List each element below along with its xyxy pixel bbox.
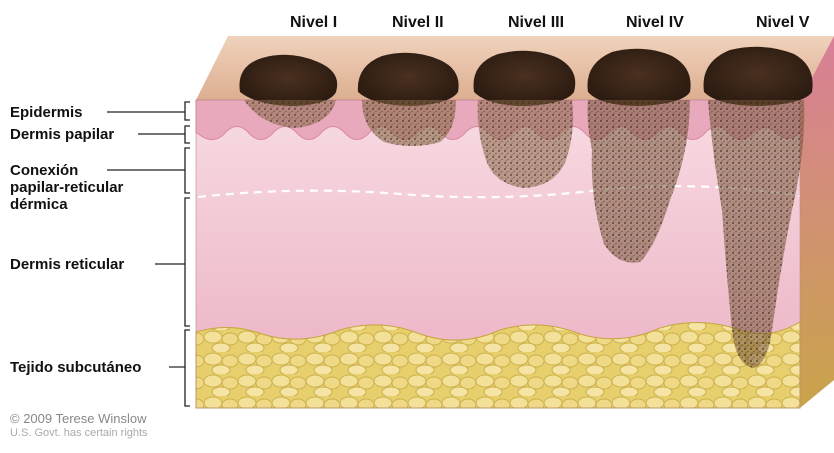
level-5-label: Nivel V xyxy=(756,14,809,32)
level-2-label: Nivel II xyxy=(392,14,444,32)
layer-brackets xyxy=(185,102,190,406)
level-1-label: Nivel I xyxy=(290,14,337,32)
label-dermis-papilar: Dermis papilar xyxy=(10,126,114,143)
leader-lines xyxy=(107,112,185,367)
melanoma-level-2 xyxy=(358,53,459,146)
label-conexion: Conexión papilar-reticular dérmica xyxy=(10,162,123,213)
level-3-label: Nivel III xyxy=(508,14,564,32)
label-tejido-subcutaneo: Tejido subcutáneo xyxy=(10,359,141,376)
label-dermis-reticular: Dermis reticular xyxy=(10,256,124,273)
level-4-label: Nivel IV xyxy=(626,14,684,32)
label-epidermis: Epidermis xyxy=(10,104,83,121)
mole-level-5 xyxy=(704,47,813,106)
copyright-credit: © 2009 Terese Winslow U.S. Govt. has cer… xyxy=(10,412,148,440)
